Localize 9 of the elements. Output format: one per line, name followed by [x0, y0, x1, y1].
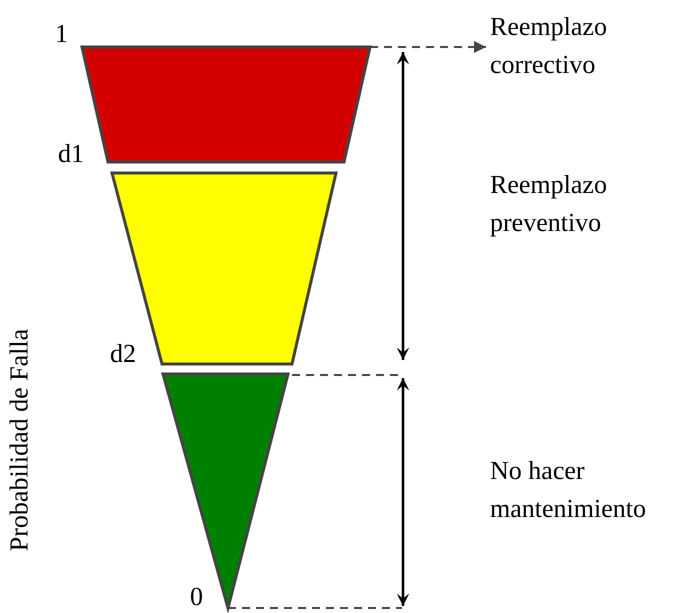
- level-label: 0: [190, 581, 203, 613]
- level-label: d1: [58, 138, 84, 170]
- outcome-label: No hacer mantenimiento: [490, 455, 647, 525]
- outcome-label: Reemplazo preventivo: [490, 169, 608, 239]
- outcome-label: Reemplazo correctivo: [490, 8, 660, 84]
- arrow: [370, 41, 486, 53]
- level-label: 1: [55, 18, 68, 50]
- axis-label: Probabilidad de Falla: [6, 328, 34, 552]
- level-label: d2: [110, 338, 136, 370]
